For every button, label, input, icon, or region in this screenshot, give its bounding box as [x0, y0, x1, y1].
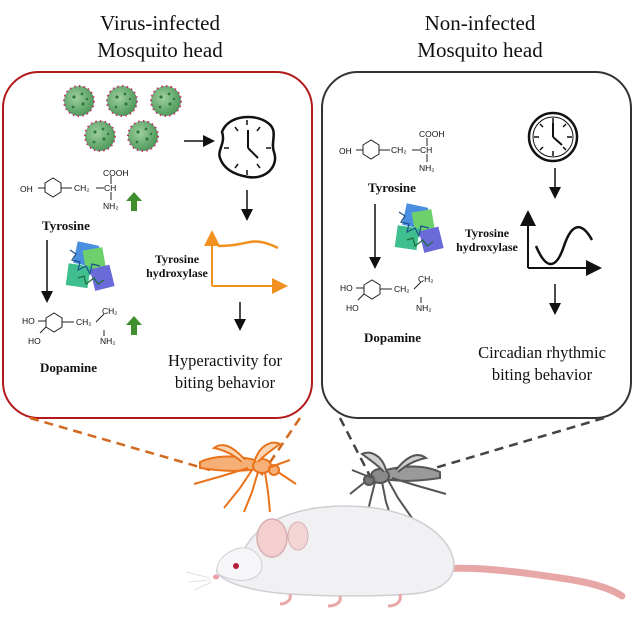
chem-ch2-left: CH₂	[74, 183, 90, 193]
circadian-graph	[520, 210, 602, 276]
tyrosine-label-right: Tyrosine	[368, 180, 416, 195]
dopamine-label-left: Dopamine	[40, 360, 98, 375]
tyrosine-label-left: Tyrosine	[42, 218, 90, 233]
mosquito-icon	[193, 441, 297, 513]
dopamine-label-right: Dopamine	[364, 330, 422, 345]
left-panel-border	[2, 71, 313, 419]
enzyme-label-right: Tyrosine hydroxylase	[448, 226, 526, 254]
chem-ch2-left-b: CH₂	[102, 306, 118, 316]
chem-ch2-right: CH₂	[391, 145, 407, 155]
up-arrow-icon	[126, 192, 142, 211]
mosquito-icon	[349, 451, 447, 521]
left-outcome-line1: Hyperactivity for	[167, 351, 283, 370]
chem-nh2-left-b: NH₂	[100, 336, 116, 346]
tyrosine-structure-left	[38, 176, 112, 200]
chem-oh-right: OH	[339, 146, 352, 156]
chem-nh2-left: NH₂	[103, 201, 119, 211]
virus-particle-icon	[127, 120, 159, 152]
virus-particle-icon	[106, 85, 138, 117]
left-title-line2: Mosquito head	[97, 38, 223, 62]
chem-cooh-left: COOH	[103, 168, 129, 178]
right-outcome-line1: Circadian rhythmic	[478, 343, 606, 362]
virus-cluster	[63, 85, 182, 152]
hyperactivity-graph	[204, 230, 288, 294]
virus-particle-icon	[63, 85, 95, 117]
clock-icon	[527, 111, 579, 163]
left-panel-title: Virus-infected Mosquito head	[40, 10, 280, 64]
protein-structure-icon	[65, 240, 116, 292]
left-dashed-connector-a	[29, 416, 211, 472]
chem-oh-left: OH	[20, 184, 33, 194]
right-outcome: Circadian rhythmic biting behavior	[462, 342, 622, 386]
enzyme-label-right-line1: Tyrosine	[464, 226, 510, 240]
right-title-line2: Mosquito head	[417, 38, 543, 62]
right-panel-title: Non-infected Mosquito head	[360, 10, 600, 64]
distorted-clock-icon	[218, 115, 277, 179]
left-outcome: Hyperactivity for biting behavior	[150, 350, 300, 394]
chem-ho-left-a: HO	[22, 316, 35, 326]
left-title-line1: Virus-infected	[99, 11, 221, 35]
right-title-line1: Non-infected	[424, 11, 536, 35]
enzyme-label-left: Tyrosine hydroxylase	[132, 252, 222, 280]
chem-ch2-right-a: CH₂	[394, 284, 410, 294]
chem-ch-right: CH	[420, 145, 433, 155]
right-outcome-line2: biting behavior	[491, 365, 593, 384]
protein-structure-icon	[394, 202, 445, 254]
chem-ho-right-b: HO	[346, 303, 359, 313]
chem-ho-right-a: HO	[340, 283, 353, 293]
left-outcome-line2: biting behavior	[174, 373, 276, 392]
up-arrow-icon	[126, 316, 142, 335]
chem-nh2-right: NH₂	[419, 163, 435, 173]
chem-ho-left-b: HO	[28, 336, 41, 346]
virus-particle-icon	[84, 120, 116, 152]
enzyme-label-left-line1: Tyrosine	[154, 252, 200, 266]
chem-ch2-right-b: CH₂	[418, 274, 434, 284]
chem-ch2-left-a: CH₂	[76, 317, 92, 327]
right-panel-border	[321, 71, 632, 419]
enzyme-label-left-line2: hydroxylase	[146, 266, 208, 280]
chem-cooh-right: COOH	[419, 129, 445, 139]
chem-ch-left: CH	[104, 183, 117, 193]
dopamine-structure-right	[356, 279, 422, 303]
dopamine-structure-left	[38, 312, 105, 336]
chem-nh2-right-b: NH₂	[416, 303, 432, 313]
mouse-icon	[185, 505, 626, 608]
enzyme-label-right-line2: hydroxylase	[456, 240, 518, 254]
tyrosine-structure-right	[356, 138, 428, 162]
virus-particle-icon	[150, 85, 182, 117]
right-dashed-connector-a	[338, 417, 374, 481]
right-dashed-connector-b	[427, 416, 605, 472]
